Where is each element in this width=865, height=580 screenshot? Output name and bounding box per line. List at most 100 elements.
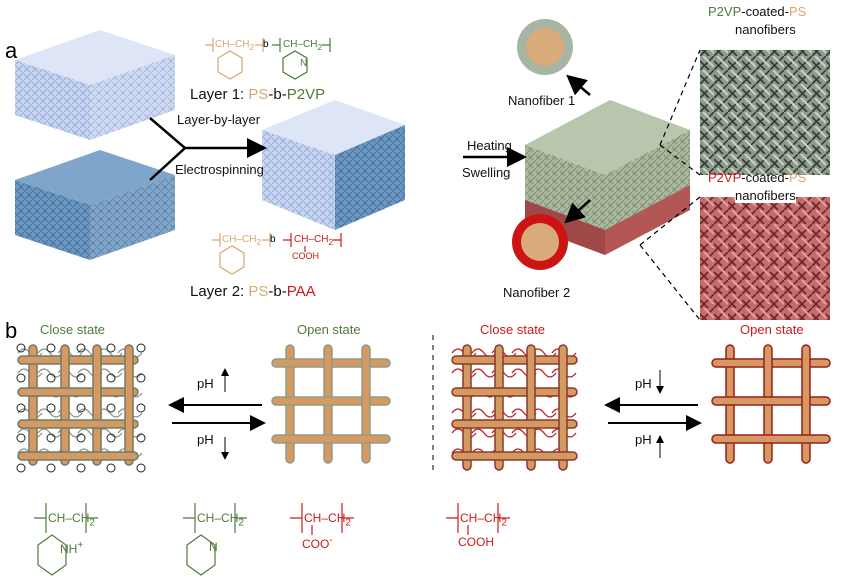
fiber-rod-horizontal — [711, 396, 831, 406]
nanofiber1-label: Nanofiber 1 — [508, 93, 576, 108]
positive-charge-icon — [16, 403, 26, 413]
ch2: CH — [303, 39, 318, 50]
positive-charge-icon — [106, 343, 116, 353]
ch: CH — [294, 234, 309, 245]
carboxylate: COO- — [302, 535, 333, 551]
state-label: Open state — [740, 322, 804, 337]
positive-charge-icon — [106, 403, 116, 413]
sub: 2 — [328, 237, 334, 247]
inset1-subtitle: nanofibers — [735, 22, 796, 37]
combined-mat — [262, 100, 405, 230]
carboxylic-acid: COOH — [458, 535, 494, 549]
positive-charge-icon — [46, 463, 56, 473]
sub: 2 — [249, 42, 255, 52]
fiber-rod-vertical — [558, 344, 568, 471]
fiber-rod-horizontal — [271, 434, 391, 444]
positive-charge-icon — [136, 433, 146, 443]
nanofiber1-cross-section — [517, 19, 573, 75]
positive-charge-icon — [16, 373, 26, 383]
sub: 2 — [501, 517, 507, 529]
merge-arrow — [149, 117, 262, 181]
fiber-rod-vertical — [60, 344, 70, 466]
layer1-label: Layer 1: PS-b-P2VP — [190, 86, 326, 103]
positive-charge-icon — [76, 403, 86, 413]
sub: 2 — [317, 42, 323, 52]
positive-charge-icon — [136, 373, 146, 383]
grid-close-paa — [451, 344, 578, 471]
state-label: Open state — [297, 322, 361, 337]
step1-line2: Electrospinning — [175, 162, 264, 177]
step1-line1: Layer-by-layer — [177, 112, 261, 127]
fiber-rod-horizontal — [17, 419, 139, 429]
positive-charge-icon — [46, 433, 56, 443]
polymer-chain — [37, 428, 63, 438]
nanofiber2-label: Nanofiber 2 — [503, 285, 571, 300]
ch2: CH — [221, 511, 239, 525]
ch: CH — [197, 511, 215, 525]
polymer-chain — [37, 408, 63, 418]
positive-charge-icon — [136, 463, 146, 473]
state-label: Close state — [40, 322, 106, 337]
fiber-rod-vertical — [801, 344, 811, 464]
ch2: CH — [72, 511, 90, 525]
zoom-lines — [639, 49, 701, 321]
inset-sem-paa — [700, 197, 830, 320]
fiber-rod-vertical — [526, 344, 536, 471]
positive-charge-icon — [136, 343, 146, 353]
ph-label: pH — [197, 376, 214, 391]
inset2-title: P2VP-coated-PS — [708, 170, 807, 185]
ph-label: pH — [635, 376, 652, 391]
ch2: CH — [328, 511, 346, 525]
panel-b-label: b — [5, 318, 18, 343]
sub: 2 — [345, 517, 351, 529]
fiber-rod-horizontal — [451, 451, 578, 461]
layer2-label: Layer 2: PS-b-PAA — [190, 283, 316, 300]
panel-a-label: a — [5, 38, 18, 63]
sub: 2 — [89, 517, 95, 529]
positive-charge-icon — [46, 403, 56, 413]
fiber-rod-horizontal — [17, 451, 139, 461]
to-nanofiber2-arrow — [564, 199, 591, 224]
block-b: b — [263, 39, 269, 50]
positive-charge-icon — [76, 433, 86, 443]
ch2: CH — [484, 511, 502, 525]
inset2-subtitle: nanofibers — [735, 188, 796, 203]
ch2: CH — [242, 234, 257, 245]
to-nanofiber1-arrow — [566, 74, 591, 96]
positive-charge-icon — [136, 403, 146, 413]
fiber-rod-vertical — [361, 344, 371, 464]
fiber-rod-horizontal — [17, 387, 139, 397]
ph-label: pH — [635, 432, 652, 447]
polymer-chain — [471, 408, 497, 418]
polymer-chain — [37, 368, 63, 378]
grid-open-p2vp — [271, 344, 391, 464]
ch2: CH — [235, 39, 250, 50]
ch: CH — [304, 511, 322, 525]
fiber-rod-vertical — [28, 344, 38, 466]
positive-charge-icon — [76, 373, 86, 383]
pyridinium: NH+ — [60, 540, 84, 556]
positive-charge-icon — [16, 343, 26, 353]
cooh: COOH — [292, 251, 319, 261]
positive-charge-icon — [76, 463, 86, 473]
chem-lines — [34, 38, 510, 576]
positive-charge-icon — [106, 463, 116, 473]
ch: CH — [215, 39, 230, 50]
inset-sem-p2vp — [700, 50, 830, 175]
positive-charge-icon — [46, 373, 56, 383]
layer1-mat — [15, 30, 175, 140]
ch: CH — [460, 511, 478, 525]
grid-close-p2vp — [16, 343, 146, 473]
inset1-title: P2VP-coated-PS — [708, 4, 807, 19]
ch: CH — [222, 234, 237, 245]
step2-line1: Heating — [467, 138, 512, 153]
fiber-rod-vertical — [462, 344, 472, 471]
fiber-rod-vertical — [494, 344, 504, 471]
polymer-chain — [471, 368, 497, 378]
positive-charge-icon — [46, 343, 56, 353]
polymer-chain — [471, 428, 497, 438]
positive-charge-icon — [16, 463, 26, 473]
ph-label: pH — [197, 432, 214, 447]
fiber-rod-horizontal — [711, 434, 831, 444]
